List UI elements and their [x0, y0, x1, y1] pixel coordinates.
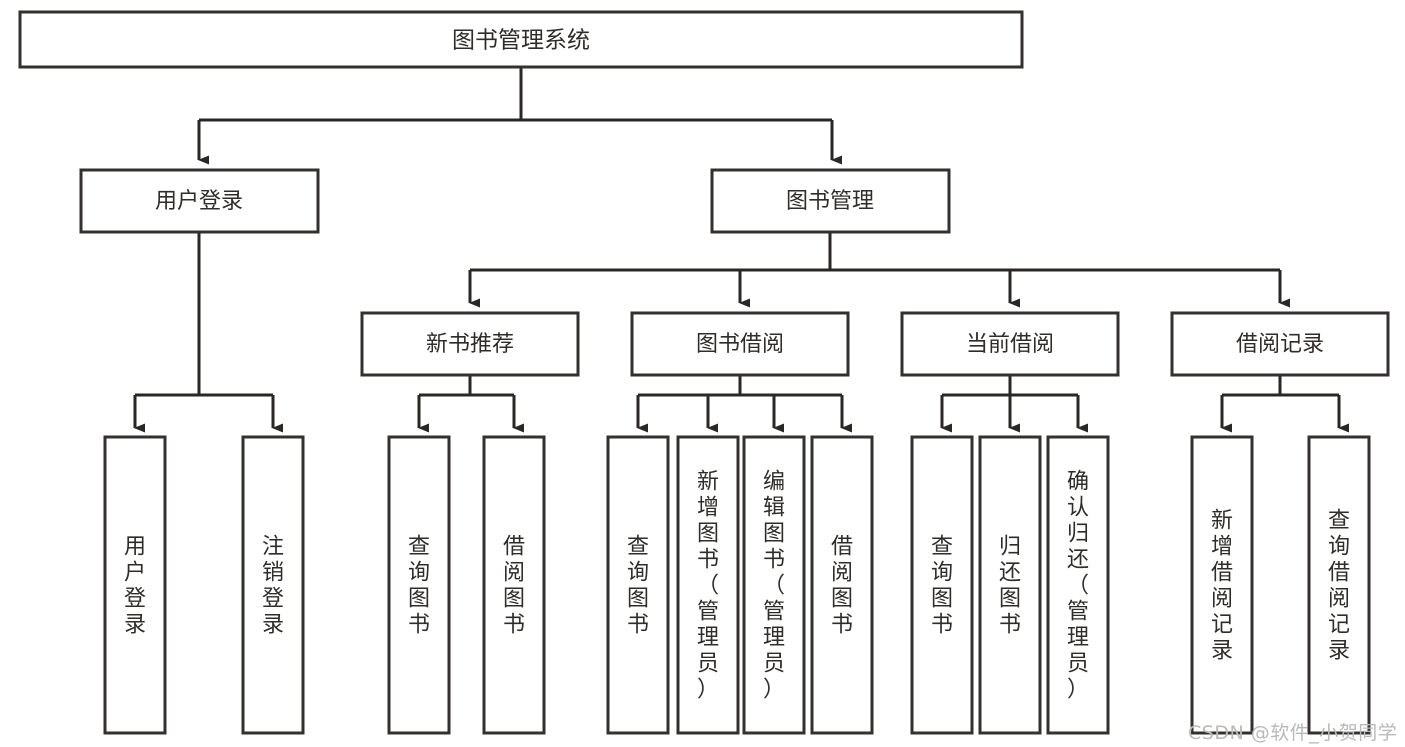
node-new-book-recommend[interactable]: 新书推荐 [360, 311, 580, 377]
node-book-management-label: 图书管理 [786, 189, 874, 214]
connector-group-root-to-level2 [197, 67, 842, 165]
node-current-borrow-label: 当前借阅 [966, 332, 1054, 357]
leaf-query-book-borrow-label: 查询图书 [627, 534, 649, 637]
leaf-return-book-label: 归还图书 [999, 534, 1021, 637]
node-root-label: 图书管理系统 [452, 28, 590, 54]
node-current-borrow-box [900, 311, 1120, 377]
leaf-query-book-recommend-box [387, 435, 451, 735]
node-user-login-label: 用户登录 [155, 189, 243, 214]
leaf-query-book-borrow-box [606, 435, 670, 735]
leaf-borrow-book[interactable]: 借阅图书 [810, 435, 874, 735]
leaf-borrow-book-recommend[interactable]: 借阅图书 [482, 435, 546, 735]
leaf-query-book-recommend[interactable]: 查询图书 [387, 435, 451, 735]
leaf-add-record[interactable]: 新增借阅记录 [1190, 435, 1254, 735]
leaf-return-book[interactable]: 归还图书 [978, 435, 1042, 735]
leaf-borrow-book-recommend-label: 借阅图书 [503, 534, 525, 637]
connector-group-records-to-leaves [1220, 375, 1349, 433]
leaf-borrow-book-label: 借阅图书 [831, 534, 853, 637]
leaf-user-login-label: 用户登录 [124, 534, 146, 637]
leaf-user-login-box [103, 435, 167, 735]
leaf-confirm-return[interactable]: 确认归还（管理员） [1046, 435, 1110, 735]
leaf-edit-book[interactable]: 编辑图书（管理员） [742, 435, 806, 735]
csdn-watermark: CSDN @软件_小贺同学 [1188, 722, 1398, 744]
node-user-login[interactable]: 用户登录 [79, 168, 320, 234]
connector-group-currentborrow-to-leaves [940, 375, 1088, 433]
node-book-borrow[interactable]: 图书借阅 [630, 311, 850, 377]
leaf-query-record-box [1307, 435, 1371, 735]
node-book-borrow-label: 图书借阅 [696, 332, 784, 357]
node-root-box [18, 10, 1024, 69]
leaf-borrow-book-recommend-box [482, 435, 546, 735]
leaf-logout[interactable]: 注销登录 [241, 435, 305, 735]
leaf-query-book-current-label: 查询图书 [931, 534, 953, 637]
node-borrow-records-label: 借阅记录 [1236, 332, 1324, 357]
connector-group-newbook-to-leaves [417, 375, 524, 433]
leaf-edit-book-label: 编辑图书（管理员） [763, 469, 785, 702]
leaf-logout-label: 注销登录 [262, 534, 284, 637]
leaf-add-book[interactable]: 新增图书（管理员） [676, 435, 740, 735]
leaf-query-book-current-box [910, 435, 974, 735]
leaf-query-record-label: 查询借阅记录 [1328, 508, 1350, 663]
node-borrow-records-box [1170, 311, 1390, 377]
node-root-system[interactable]: 图书管理系统 [18, 10, 1024, 69]
leaf-add-book-label: 新增图书（管理员） [697, 469, 719, 702]
node-new-book-recommend-box [360, 311, 580, 377]
leaf-user-login[interactable]: 用户登录 [103, 435, 167, 735]
leaf-confirm-return-label: 确认归还（管理员） [1067, 469, 1089, 702]
leaf-query-book-borrow[interactable]: 查询图书 [606, 435, 670, 735]
node-book-borrow-box [630, 311, 850, 377]
leaf-query-book-current[interactable]: 查询图书 [910, 435, 974, 735]
node-book-management[interactable]: 图书管理 [710, 168, 951, 234]
node-book-management-box [710, 168, 951, 234]
leaf-query-book-recommend-label: 查询图书 [408, 534, 430, 637]
leaf-add-book-box [676, 435, 740, 735]
connector-group-bookborrow-to-leaves [636, 375, 852, 433]
leaf-logout-box [241, 435, 305, 735]
node-new-book-recommend-label: 新书推荐 [426, 332, 514, 357]
leaf-add-record-label: 新增借阅记录 [1211, 508, 1233, 663]
connector-group-bookmanage-to-level3 [468, 232, 1290, 308]
node-user-login-box [79, 168, 320, 234]
node-borrow-records[interactable]: 借阅记录 [1170, 311, 1390, 377]
leaf-query-record[interactable]: 查询借阅记录 [1307, 435, 1371, 735]
leaf-confirm-return-box [1046, 435, 1110, 735]
connector-group-userlogin-to-leaves [133, 232, 283, 433]
leaf-return-book-box [978, 435, 1042, 735]
leaf-borrow-book-box [810, 435, 874, 735]
leaf-add-record-box [1190, 435, 1254, 735]
node-current-borrow[interactable]: 当前借阅 [900, 311, 1120, 377]
leaf-edit-book-box [742, 435, 806, 735]
